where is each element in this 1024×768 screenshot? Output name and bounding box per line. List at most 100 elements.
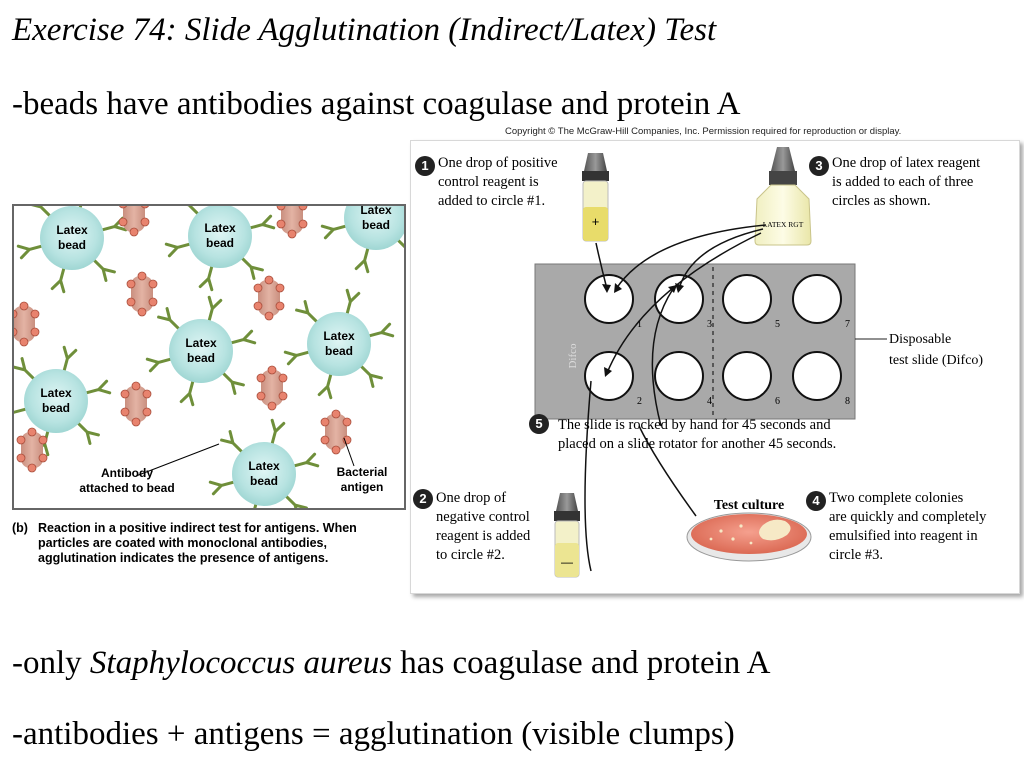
slide-circle <box>654 274 704 324</box>
slide-circle <box>722 274 772 324</box>
species-name: Staphylococcus aureus <box>89 645 393 681</box>
antibody <box>397 239 404 262</box>
slide-circle-number: 8 <box>845 396 850 407</box>
slide-circle-number: 4 <box>707 396 712 407</box>
step-5-text: The slide is rocked by hand for 45 secon… <box>558 416 836 454</box>
latex-bead <box>307 312 371 376</box>
slide-circle-number: 5 <box>775 319 780 330</box>
step-2-number: 2 <box>413 489 433 509</box>
step-5-number: 5 <box>529 414 549 434</box>
slide-circle <box>654 351 704 401</box>
bacterial-antigen <box>320 409 352 455</box>
antibody <box>62 345 78 372</box>
antibody <box>317 373 333 400</box>
antibody <box>85 379 112 395</box>
antibody <box>295 300 318 323</box>
bullet-staph-suffix: has coagulase and protein A <box>392 645 771 681</box>
antibody <box>368 322 395 338</box>
antibody-label-2: attached to bead <box>79 481 174 495</box>
antibody <box>241 257 264 280</box>
step-3-line: circles as shown. <box>832 193 931 209</box>
slide-label-1: Disposable <box>889 332 951 347</box>
arrow-heads <box>602 283 684 377</box>
antibody <box>77 422 100 445</box>
latex-reagent-bottle: LATEX RGT <box>754 147 812 246</box>
bacterial-antigen <box>126 271 158 317</box>
slide-circle-number: 6 <box>775 396 780 407</box>
slide-circle-number: 1 <box>637 319 642 330</box>
step-1-number: 1 <box>415 156 435 176</box>
step-1-line: One drop of positive <box>438 155 558 171</box>
step-3-text: One drop of latex reagent is added to ea… <box>832 154 980 211</box>
bacterial-antigen <box>14 301 40 347</box>
step-2-line: negative control <box>436 509 530 525</box>
antibody <box>176 206 199 215</box>
bacterial-antigen <box>256 365 288 411</box>
step-5-line: placed on a slide rotator for another 45… <box>558 436 837 452</box>
slide-circle-number: 7 <box>845 319 850 330</box>
slide-circle <box>792 274 842 324</box>
step-1-text: One drop of positive control reagent is … <box>438 154 558 211</box>
bead-label: bead <box>206 236 234 250</box>
step-4-line: circle #3. <box>829 547 883 563</box>
step-3-line: is added to each of three <box>832 174 974 190</box>
bead-label: Latex <box>323 329 355 343</box>
antibody <box>320 224 347 240</box>
bead-label: bead <box>187 351 215 365</box>
antibody <box>283 350 310 366</box>
step-2-text: One drop of negative control reagent is … <box>436 489 530 565</box>
bacterial-antigen <box>118 206 150 237</box>
bullet-agglutination: -antibodies + antigens = agglutination (… <box>12 716 735 752</box>
slide-label-2: test slide (Difco) <box>889 353 983 368</box>
antibody <box>249 214 276 230</box>
antibody <box>207 295 223 322</box>
flow-arrows <box>584 224 767 572</box>
antibody <box>14 407 27 423</box>
copyright-notice: Copyright © The McGraw-Hill Companies, I… <box>505 126 902 137</box>
latex-bead <box>169 319 233 383</box>
bullet-staph-prefix: -only <box>12 645 90 681</box>
latex-bead <box>40 206 104 270</box>
bead-label: Latex <box>204 221 236 235</box>
antigen-label: Bacterial <box>337 465 388 479</box>
bullet-beads: -beads have antibodies against coagulase… <box>12 86 741 122</box>
antibody <box>50 267 66 294</box>
antibody <box>360 365 383 388</box>
step-1-line: added to circle #1. <box>438 193 546 209</box>
bacterial-antigen <box>120 381 152 427</box>
latex-bead <box>232 442 296 506</box>
antibody <box>285 495 308 508</box>
slide-circle-number: 2 <box>637 396 642 407</box>
negative-control-vial: — <box>554 493 580 578</box>
bacterial-antigen <box>16 427 48 473</box>
antibody <box>198 265 214 292</box>
antibody <box>164 242 191 258</box>
bead-label: Latex <box>185 336 217 350</box>
antibody <box>16 244 43 260</box>
slide-circle <box>584 274 634 324</box>
bead-label: bead <box>325 344 353 358</box>
bead-label: bead <box>362 218 390 232</box>
step-2-line: One drop of <box>436 490 507 506</box>
antibody <box>14 357 35 380</box>
step-3-line: One drop of latex reagent <box>832 155 981 171</box>
antibody <box>208 480 235 496</box>
antibody <box>270 418 286 445</box>
step-4-line: Two complete colonies <box>829 490 964 506</box>
bead-label: bead <box>58 238 86 252</box>
slide-circle <box>722 351 772 401</box>
bead-label: bead <box>42 401 70 415</box>
bottle-label: LATEX RGT <box>763 220 804 229</box>
antibody <box>242 503 258 508</box>
step-4-text: Two complete colonies are quickly and co… <box>829 489 986 565</box>
step-4-line: emulsified into reagent in <box>829 528 978 544</box>
bullet-staph: -only Staphylococcus aureus has coagulas… <box>12 645 771 682</box>
caption-text: Reaction in a positive indirect test for… <box>38 521 357 565</box>
positive-sign: + <box>592 214 600 229</box>
bead-label: Latex <box>56 223 88 237</box>
slide-title: Exercise 74: Slide Agglutination (Indire… <box>12 12 717 48</box>
slide-circle-number: 3 <box>707 319 712 330</box>
slide-circle <box>792 351 842 401</box>
